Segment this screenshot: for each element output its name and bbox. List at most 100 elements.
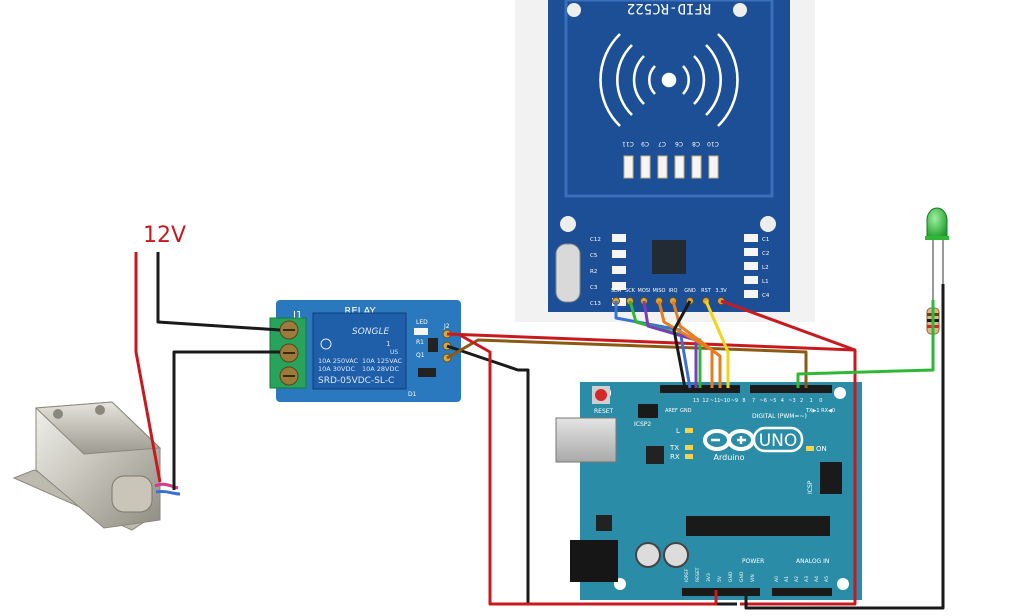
digital-pin-label: 7 [752,398,755,404]
digital-label: DIGITAL (PWM=~) [752,413,807,420]
analog-pin-label: A3 [804,576,810,582]
rfid-capacitor [691,155,702,179]
rfid-smd-part [744,276,758,284]
digital-pin-label: 1 [810,398,813,404]
txrx-pin-label: TX▶1 RX◀0 [805,408,835,414]
atmega-chip [686,516,830,536]
rfid-capacitor [623,155,634,179]
power-pin-label: GND [728,571,734,582]
gnd-top-label: GND [680,408,692,414]
wire-led-signal [796,300,935,388]
wire-relay-5v [457,332,718,606]
digital-pin-label: ~10 [720,398,731,404]
usb-port [555,417,617,463]
digital-pin-label: 8 [742,398,745,404]
lock-bolt [111,475,153,513]
rfid-smd-part [744,234,758,242]
rfid-smd-part [744,248,758,256]
analog-pin-label: A0 [774,576,780,582]
relay-title: RELAY [344,306,376,317]
rfid-part-label: C4 [762,293,770,299]
analog-header-label: ANALOG IN [796,558,829,565]
rfid-pin-label-miso: MISO [653,288,666,294]
rfid-ic-chip [652,240,686,274]
rfid-title: RFID-RC522 [627,0,711,16]
wire-rfid-miso [657,300,714,388]
rfid-capacitor [674,155,685,179]
digital-pin-label: 2 [800,398,803,404]
rfid-pin-label-gnd: GND [684,288,696,294]
analog-pin-label: A2 [794,576,800,582]
aref-label: AREF [665,408,678,414]
analog-pin-label: A4 [814,576,820,582]
rfid-part-label: C5 [590,253,598,259]
icsp2-label: ICSP2 [634,421,651,428]
rfid-capacitor [708,155,719,179]
digital-pin-label: ~6 [760,398,767,404]
green-led [925,207,949,300]
relay-spec-right-1: 10A 125VAC [362,357,403,365]
analog-header [772,588,832,596]
capacitor-1 [635,542,661,568]
icsp-header [820,462,842,494]
power-pin-label: 5V [717,575,723,582]
rfid-smd-part [612,234,626,242]
rfid-part-label: R2 [590,269,597,275]
relay-spec-left-2: 10A 30VDC [318,365,356,373]
arduino-uno-board: RESET ICSP2 L TX RX UNO Arduino ON ICSP … [555,382,862,600]
rx-label: RX [670,453,680,461]
rfid-pin-label-irq: IRQ [669,288,678,294]
rfid-pin-label-sda: SDA [611,288,622,294]
rfid-capacitor-label: C7 [658,140,666,147]
power-pin-label: 3V3 [706,573,712,582]
wire-relay-signal [446,338,808,388]
rfid-capacitor-label: C6 [675,140,683,147]
reset-button-cap[interactable] [595,389,607,401]
digital-pin-label: 4 [781,398,784,404]
relay-one-mark: 1 [386,340,390,348]
rfid-part-label: L1 [762,279,769,285]
relay-us-mark: US [390,349,398,356]
relay-q1-label: Q1 [416,352,425,359]
reset-label: RESET [594,408,614,415]
green-led-icon [926,207,948,239]
arduino-board [580,382,862,600]
power-header [682,588,760,596]
rfid-part-label: C13 [590,301,601,307]
rfid-pin-label-sck: SCK [625,288,636,294]
rfid-crystal [555,243,581,303]
icsp2-header [638,404,658,418]
relay-led [414,328,428,335]
relay-model: SRD-05VDC-SL-C [318,376,394,386]
dc-jack [570,540,618,582]
digital-pin-label: ~9 [731,398,738,404]
relay-diode [418,368,436,377]
digital-header-left [660,385,740,393]
l-led-label: L [676,427,680,435]
rfid-pin-label-rst: RST [701,288,712,294]
relay-module: J1 RELAY SONGLE 1 US 10A 250VAC 10A 30VD… [269,300,461,402]
rfid-smd-part [612,250,626,258]
uno-label: UNO [759,431,798,451]
capacitor-2 [663,542,689,568]
relay-spec-right-2: 10A 28VDC [362,365,400,373]
digital-pin-label: 0 [819,398,822,404]
wire-12v-ground [156,252,281,332]
rfid-smd-part [612,266,626,274]
digital-pin-label: ~3 [788,398,795,404]
rfid-part-label: C1 [762,237,769,243]
rfid-smd-part [744,290,758,298]
icsp-label: ICSP [807,480,814,494]
rfid-pin-label-mosi: MOSI [638,288,651,294]
digital-pin-label: ~5 [769,398,776,404]
wire-lock-return [172,350,280,490]
power-pin-label: IOREF [684,568,690,582]
rfid-part-label: L2 [762,265,769,271]
rfid-capacitor-label: C9 [641,140,649,147]
uno-badge [752,426,804,453]
relay-d1-label: D1 [408,391,417,398]
power-pin-label: VIN [750,574,756,582]
rfid-capacitor-label: C11 [622,140,634,147]
